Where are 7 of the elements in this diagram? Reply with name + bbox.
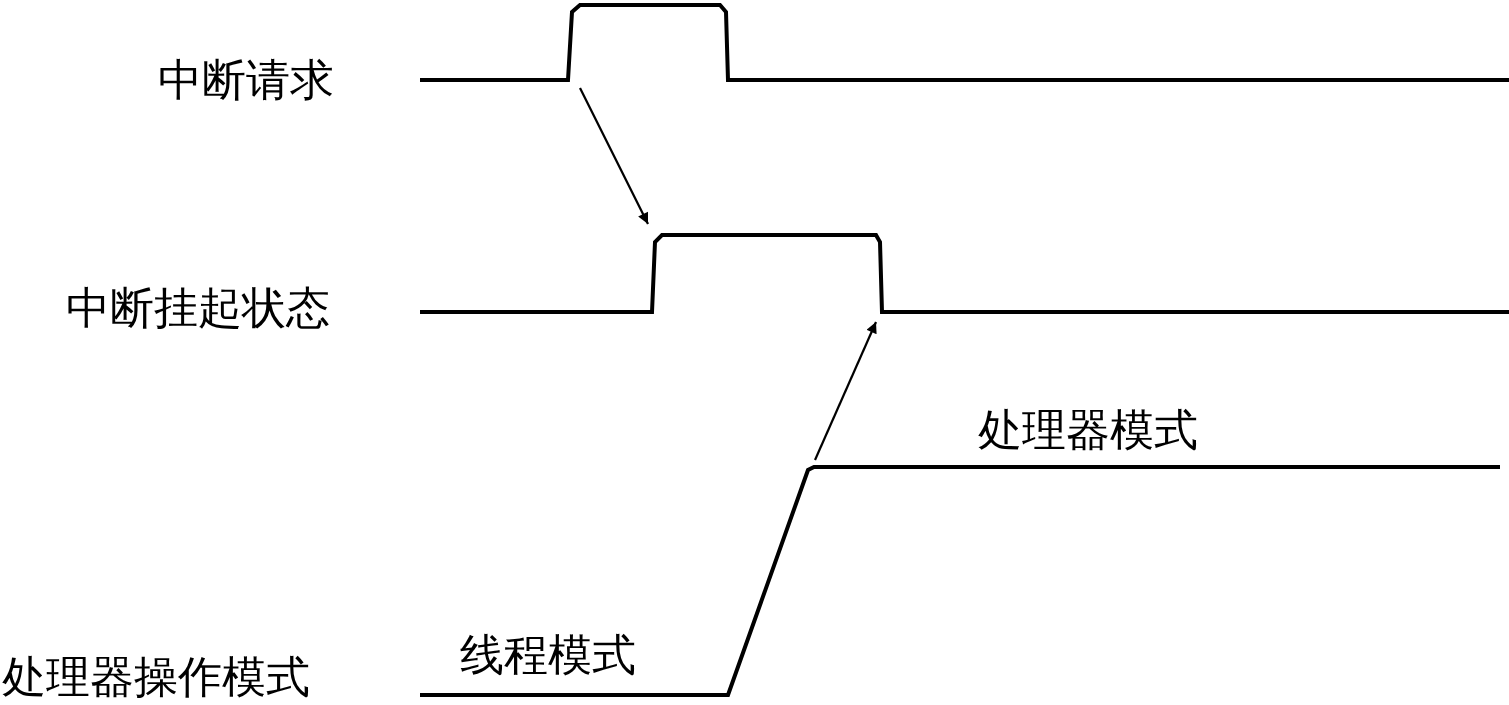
mode-label: 线程模式 [460, 630, 636, 680]
arrow [814, 321, 877, 461]
mode-label: 处理器模式 [978, 405, 1198, 455]
arrow [579, 87, 649, 225]
signal-name: 处理器操作模式 [2, 652, 310, 702]
signal-name: 中断挂起状态 [66, 283, 330, 333]
signal-name: 中断请求 [158, 55, 334, 105]
